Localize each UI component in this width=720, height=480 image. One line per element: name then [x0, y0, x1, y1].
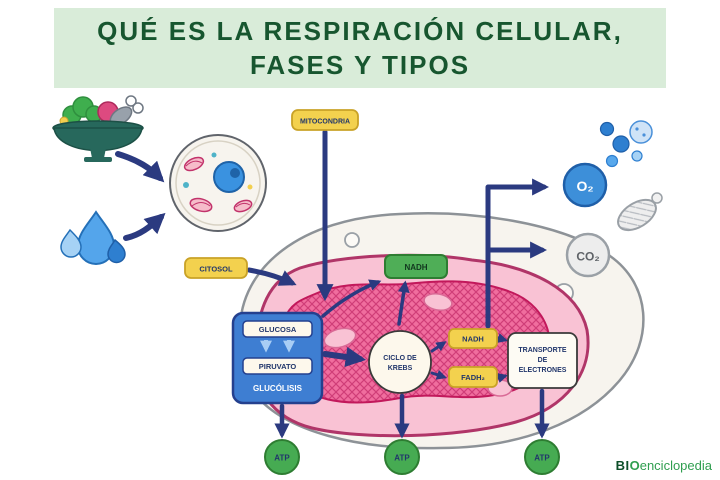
food-to-cell-arrow [115, 151, 165, 183]
mitocondria-tag: MITOCONDRIA [291, 109, 359, 131]
atp-circle: ATP [264, 439, 300, 475]
krebs-cycle: CICLO DE KREBS [368, 330, 432, 394]
title-banner: QUÉ ES LA RESPIRACIÓN CELULAR, FASES Y T… [54, 8, 666, 88]
page-title-line2: FASES Y TIPOS [249, 50, 471, 80]
atp-label: ATP [394, 454, 410, 463]
oxygen-bubbles-icon [599, 120, 653, 168]
to-o2-arrow [485, 178, 550, 329]
logo-prefix: BI [615, 458, 630, 473]
krebs-to-nadh-arrow [430, 341, 447, 353]
logo-leaf-o: O [629, 458, 640, 473]
krebs-to-nadh-membrane-arrow [397, 280, 410, 326]
food-bowl-icon [52, 95, 144, 162]
transporte-label-line3: ELECTRONES [519, 367, 567, 374]
glycolysis-to-nadh-arrow [321, 279, 382, 318]
fadh2-label: FADH₂ [461, 373, 485, 382]
water-to-cell-arrow [123, 212, 166, 241]
atp-circle: ATP [524, 439, 560, 475]
citosol-tag: CITOSOL [184, 257, 248, 279]
page-title-line1: QUÉ ES LA RESPIRACIÓN CELULAR, [97, 15, 623, 46]
electron-transport-box: TRANSPORTE DE ELECTRONES [507, 332, 578, 389]
fadh2-to-transport-arrow [496, 373, 508, 383]
piruvato-box [242, 357, 313, 375]
logo-suffix: enciclopedia [639, 458, 712, 473]
citosol-label: CITOSOL [199, 265, 233, 274]
smoke-blob-icon [617, 192, 663, 232]
transporte-label-line1: TRANSPORTE [518, 347, 567, 354]
water-drops-icon [60, 210, 126, 265]
mitocondria-label: MITOCONDRIA [300, 119, 350, 126]
piruvato-label: PIRUVATO [259, 362, 297, 371]
nadh-to-transport-arrow [496, 333, 508, 343]
atp-label: ATP [274, 454, 290, 463]
citosol-pointer-arrow [246, 267, 297, 286]
nadh-label: NADH [462, 335, 484, 344]
cell-icon [169, 134, 267, 232]
o2-label: O₂ [576, 178, 593, 194]
glycolysis-to-krebs-arrow [322, 346, 367, 368]
atp-label: ATP [534, 454, 550, 463]
co2-label: CO₂ [576, 250, 599, 264]
transporte-label-line2: DE [538, 357, 548, 364]
glucosa-label: GLUCOSA [259, 325, 297, 334]
glucolisis-label: GLUCÓLISIS [253, 384, 303, 393]
atp-circle: ATP [384, 439, 420, 475]
nadh-membrane-tag: NADH [384, 254, 448, 279]
bioenciclopedia-logo: BIOenciclopedia [616, 459, 712, 472]
oxygen-molecule: O₂ [562, 162, 608, 208]
glucosa-box [242, 320, 313, 338]
glycolysis-panel: GLUCOSA PIRUVATO GLUCÓLISIS [231, 311, 324, 405]
krebs-label-line1: CICLO DE [383, 355, 417, 362]
krebs-label-line2: KREBS [388, 365, 413, 372]
nadh-membrane-label: NADH [404, 263, 427, 272]
krebs-to-fadh2-arrow [430, 369, 447, 380]
fadh2-tag: FADH₂ [448, 366, 498, 388]
co2-molecule: CO₂ [565, 232, 611, 278]
nadh-tag: NADH [448, 328, 498, 349]
respiration-diagram: GLUCOSA PIRUVATO GLUCÓLISIS CICLO DE KRE… [52, 95, 663, 475]
nucleus [213, 161, 245, 193]
